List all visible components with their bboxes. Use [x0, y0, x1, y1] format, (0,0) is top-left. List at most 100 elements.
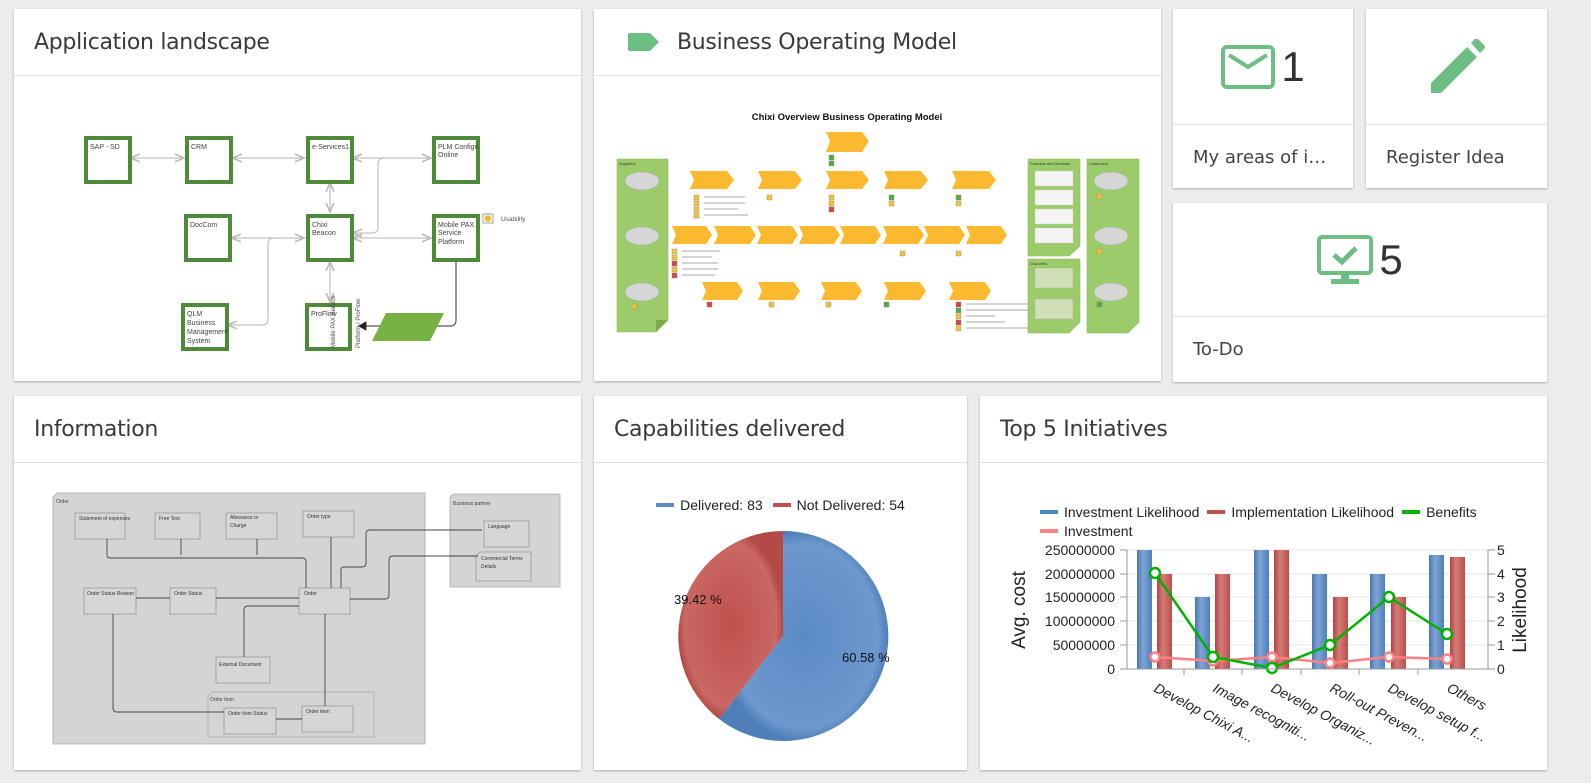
svg-text:Allowance or: Allowance or [230, 515, 259, 521]
card-title: Top 5 Initiatives [1000, 416, 1168, 442]
legend-item-implementation-likelihood[interactable]: Implementation Likelihood [1207, 504, 1394, 520]
svg-text:1: 1 [1497, 637, 1505, 653]
combo-chart-svg: 250000000 200000000 150000000 100000000 … [1009, 542, 1531, 749]
pie-slice-not-delivered [678, 531, 783, 719]
label-delivered: 60.58 % [842, 650, 890, 665]
monitor-check-icon [1317, 234, 1374, 284]
tile-icon-area: 5 [1173, 203, 1547, 317]
svg-text:0: 0 [1107, 661, 1115, 677]
bom-diagram-title: Chixi Overview Business Operating Model [752, 112, 943, 123]
svg-text:3: 3 [1497, 589, 1505, 605]
svg-text:Statement of expenses: Statement of expenses [79, 516, 131, 522]
legend-item-delivered[interactable]: Delivered: 83 [656, 497, 763, 513]
svg-text:Beacon: Beacon [312, 230, 336, 237]
card-header[interactable]: Information [14, 396, 581, 463]
interface-parallelogram [372, 313, 444, 341]
svg-text:SAP - SD: SAP - SD [90, 144, 120, 151]
label-not-delivered: 39.42 % [674, 592, 722, 607]
svg-text:150000000: 150000000 [1045, 589, 1115, 605]
svg-text:Order Item: Order Item [210, 697, 234, 703]
legend-item-benefits[interactable]: Benefits [1402, 504, 1477, 520]
legend-item-not-delivered[interactable]: Not Delivered: 54 [772, 497, 905, 513]
pie-slice-delivered [719, 530, 889, 741]
chart-legend: Investment Likelihood Implementation Like… [1040, 501, 1477, 539]
benefits-line [1153, 572, 1448, 670]
svg-text:e-Services1: e-Services1 [312, 144, 349, 151]
svg-text:5: 5 [1497, 542, 1505, 558]
svg-text:4: 4 [1497, 566, 1505, 582]
svg-text:200000000: 200000000 [1045, 566, 1115, 582]
svg-text:Channels: Channels [1030, 261, 1047, 266]
card-header[interactable]: Business Operating Model [594, 9, 1161, 76]
application-landscape-card: Application landscape [14, 9, 581, 381]
svg-text:Others: Others [1445, 680, 1490, 714]
svg-text:Online: Online [438, 152, 458, 159]
svg-text:Mobile PAX: Mobile PAX [438, 222, 474, 229]
svg-text:Chixi: Chixi [312, 222, 328, 229]
svg-text:Charge: Charge [230, 523, 247, 529]
legend-item-investment-likelihood[interactable]: Investment Likelihood [1040, 504, 1199, 520]
bars [1137, 550, 1465, 669]
svg-text:Order type: Order type [307, 514, 331, 520]
svg-text:DocCom: DocCom [190, 222, 217, 229]
svg-text:External Document: External Document [219, 662, 262, 668]
er-diagram-svg: Order Business partner Order Item Statem [52, 492, 561, 745]
register-idea-tile[interactable]: Register Idea [1366, 9, 1547, 188]
svg-text:Commercial Terms: Commercial Terms [481, 556, 523, 562]
card-header[interactable]: Capabilities delivered [594, 396, 967, 463]
investment-line [1154, 655, 1448, 665]
y-axis-right-label: Likelihood [1510, 567, 1531, 653]
svg-text:System: System [187, 338, 211, 345]
svg-text:2: 2 [1497, 613, 1505, 629]
svg-text:Suppliers: Suppliers [619, 161, 636, 166]
svg-text:Order Item Status: Order Item Status [228, 711, 268, 717]
card-title: Business Operating Model [677, 29, 957, 55]
svg-text:Order: Order [56, 499, 69, 505]
svg-text:Products and Services: Products and Services [1030, 161, 1070, 166]
svg-text:Platform / ProFlow: Platform / ProFlow [356, 298, 362, 348]
information-card: Information Order Business partner Order… [14, 396, 581, 770]
tile-label: Register Idea [1386, 147, 1505, 168]
svg-text:Business: Business [187, 320, 216, 327]
svg-text:Customers: Customers [1089, 161, 1108, 166]
card-header[interactable]: Top 5 Initiatives [980, 396, 1547, 463]
initiatives-chart[interactable]: Investment Likelihood Implementation Like… [980, 463, 1547, 770]
chart-legend: Delivered: 83 Not Delivered: 54 [594, 497, 967, 513]
information-diagram[interactable]: Order Business partner Order Item Statem [14, 463, 581, 770]
svg-text:250000000: 250000000 [1045, 542, 1115, 558]
svg-text:ProFlow: ProFlow [311, 311, 338, 318]
usability-legend: Usability [501, 216, 526, 223]
y-axis-left-label: Avg. cost [1009, 570, 1030, 649]
svg-text:50000000: 50000000 [1053, 637, 1116, 653]
svg-text:Develop Organiz...: Develop Organiz... [1269, 680, 1379, 749]
my-areas-of-interest-tile[interactable]: 1 My areas of int… [1173, 9, 1353, 188]
svg-text:Order Status Reason: Order Status Reason [87, 591, 134, 597]
todo-tile[interactable]: 5 To-Do [1173, 203, 1547, 382]
svg-text:Image recogniti...: Image recogniti... [1211, 680, 1313, 745]
tile-label: To-Do [1193, 339, 1244, 360]
svg-text:Roll-out Preven...: Roll-out Preven... [1328, 680, 1431, 745]
svg-text:Management: Management [187, 329, 228, 336]
svg-text:QLM: QLM [187, 311, 202, 318]
capabilities-chart[interactable]: Delivered: 83 Not Delivered: 54 39.42 % … [594, 463, 967, 770]
pie-chart-svg: 39.42 % 60.58 % [674, 530, 890, 741]
bom-diagram[interactable]: Chixi Overview Business Operating Model … [594, 76, 1161, 381]
svg-text:Free Text: Free Text [159, 516, 180, 522]
svg-text:Order Status: Order Status [174, 591, 203, 597]
envelope-icon [1221, 44, 1276, 89]
card-title: Application landscape [34, 29, 270, 55]
svg-text:Order item: Order item [306, 709, 330, 715]
pencil-icon [1430, 38, 1485, 93]
svg-text:0: 0 [1497, 661, 1505, 677]
svg-text:Order: Order [304, 591, 317, 597]
svg-text:Develop Chixi A...: Develop Chixi A... [1152, 680, 1257, 746]
legend-item-investment[interactable]: Investment [1040, 523, 1132, 539]
svg-text:Details: Details [481, 564, 497, 570]
card-header[interactable]: Application landscape [14, 9, 581, 76]
svg-text:Business partner: Business partner [453, 501, 491, 507]
svg-text:Platform: Platform [438, 239, 464, 246]
svg-text:Language: Language [488, 524, 510, 530]
tile-label: My areas of int… [1193, 147, 1345, 168]
tag-icon [628, 33, 659, 51]
